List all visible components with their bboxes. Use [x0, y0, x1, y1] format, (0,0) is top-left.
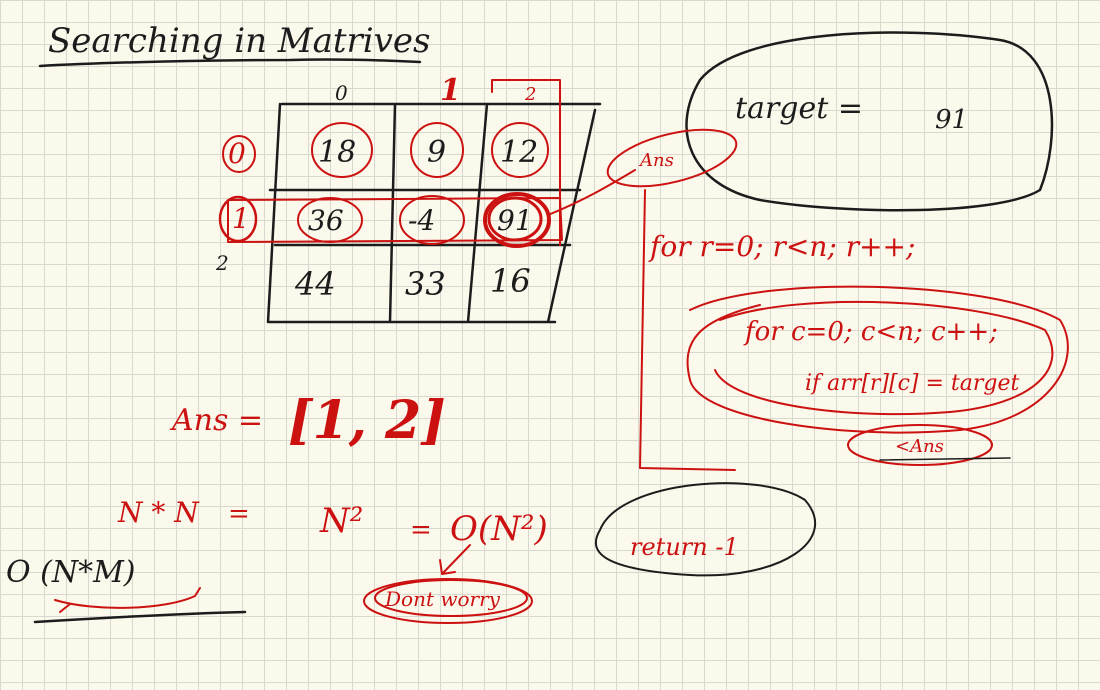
title-underline — [38, 58, 422, 68]
col-index-0: 0 — [335, 81, 348, 105]
found-cell-circle-inner — [487, 196, 543, 242]
matrix-cell: 18 — [318, 135, 356, 170]
note-circle — [363, 578, 533, 624]
answer-value: [1, 2] — [288, 390, 446, 451]
page-title: Searching in Matrives — [48, 21, 430, 61]
inner-loop-scribble — [686, 285, 1069, 434]
matrix-cell: 12 — [500, 135, 538, 170]
target-label: target = — [735, 91, 863, 126]
row-index-0-circle — [222, 135, 256, 173]
target-bubble — [685, 31, 1054, 212]
cell-circle — [399, 195, 465, 245]
row-index-2: 2 — [215, 251, 229, 275]
complexity-lhs: N * N — [117, 496, 200, 529]
complexity-mid: N² — [319, 501, 363, 541]
complexity-general: O (N*M) — [6, 555, 136, 590]
col-index-1: 1 — [440, 73, 461, 108]
matrix-cell: 16 — [490, 262, 531, 300]
complexity-underline — [33, 610, 247, 624]
note-arrow — [439, 544, 471, 575]
complexity-eq1: = — [228, 499, 250, 529]
complexity-eq2: = — [410, 515, 432, 545]
complexity-underline-red — [54, 587, 201, 613]
row-index-1: 1 — [232, 202, 250, 235]
code-line-for-r: for r=0; r<n; r++; — [648, 230, 915, 263]
found-cell-circle — [483, 192, 551, 248]
row-index-0: 0 — [228, 137, 246, 170]
ans-tag-circle — [606, 128, 738, 188]
cell-circle — [491, 122, 549, 178]
code-return: return -1 — [630, 533, 739, 561]
inner-loop-scribble-2 — [714, 300, 1054, 416]
matrix-cell: 44 — [294, 265, 336, 303]
complexity-rhs: O(N²) — [450, 509, 548, 549]
cell-circle — [410, 122, 464, 178]
answer-label: Ans = — [169, 403, 263, 438]
cell-circle — [311, 122, 373, 178]
return-bubble — [594, 482, 817, 577]
ans-connector — [547, 169, 636, 216]
code-line-return-ans: <Ans — [895, 436, 944, 457]
col-2-highlight-box — [491, 79, 561, 246]
matrix-cell: 36 — [308, 204, 344, 237]
complexity-note: Dont worry — [384, 587, 501, 611]
code-line-if: if arr[r][c] = target — [805, 371, 1019, 396]
ans-underline — [879, 457, 1011, 461]
found-cell-value: 91 — [497, 204, 533, 237]
cell-circle — [297, 197, 363, 243]
return-ans-circle — [847, 424, 993, 466]
col-index-2: 2 — [524, 84, 536, 105]
code-block-bracket — [639, 189, 736, 471]
matrix-cell: -4 — [408, 204, 435, 237]
matrix-cell: 33 — [405, 265, 446, 303]
ans-tag: Ans — [638, 150, 674, 171]
target-value: 91 — [935, 105, 968, 135]
code-line-for-c: for c=0; c<n; c++; — [743, 317, 998, 347]
note-circle-inner — [374, 579, 528, 617]
matrix-grid — [266, 102, 602, 324]
matrix-cell: 9 — [427, 135, 446, 170]
